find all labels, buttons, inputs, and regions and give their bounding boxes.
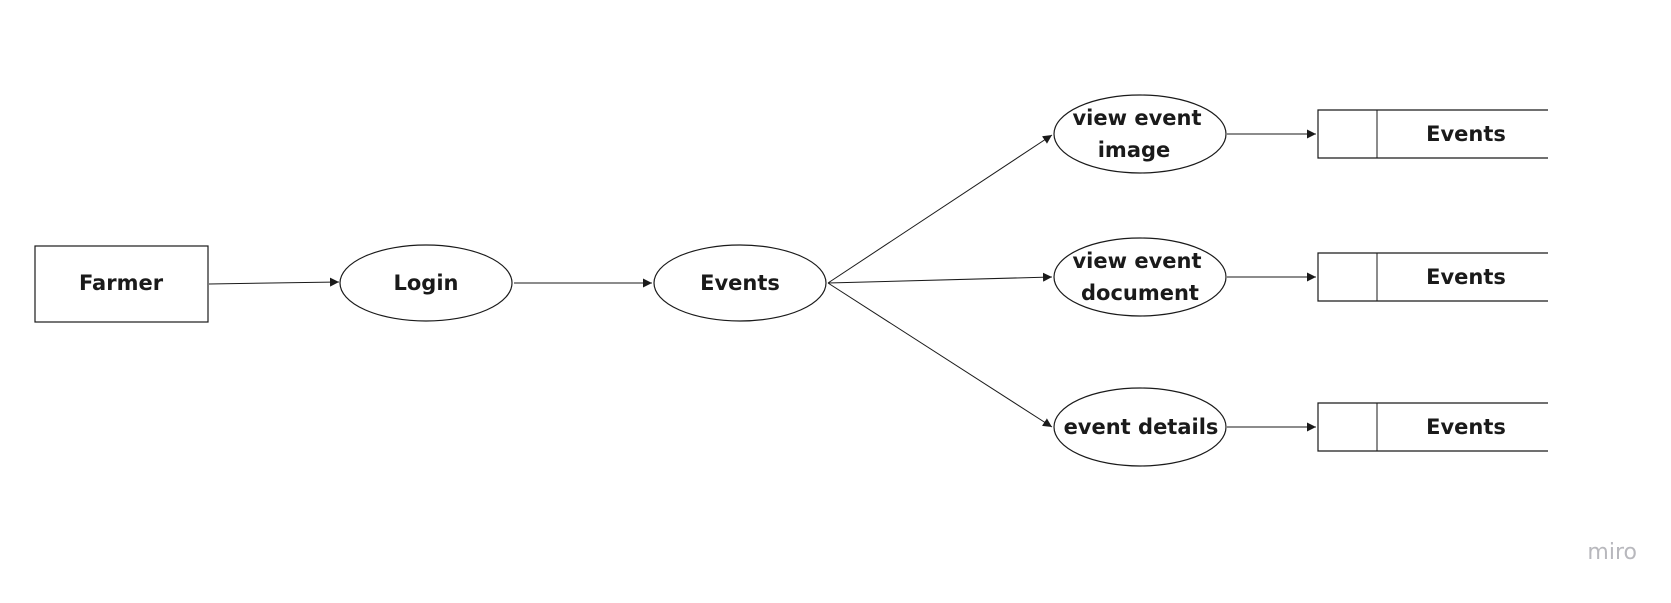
data-store-events-2[interactable]: Events [1317,252,1548,302]
process-view-event-image-line2: image [1098,138,1171,162]
edge-events-to-view-event-image [827,134,1053,284]
process-view-event-document-ellipse [1053,237,1227,317]
entity-farmer-label: Farmer [79,271,164,295]
process-event-details[interactable]: event details [1053,387,1227,467]
entity-farmer[interactable]: Farmer [34,245,209,323]
data-store-events-3-label: Events [1426,415,1506,439]
process-login-label: Login [394,271,459,295]
data-store-events-1-outline [1317,109,1548,159]
edge-events-to-event-details [827,282,1053,428]
miro-watermark: miro [1587,540,1637,565]
process-view-event-image-line1: view event [1072,106,1201,130]
entity-farmer-box [34,245,209,323]
data-store-events-1[interactable]: Events [1317,109,1548,159]
process-view-event-image-ellipse [1053,94,1227,174]
process-view-event-document-line2: document [1081,281,1199,305]
process-event-details-ellipse [1053,387,1227,467]
data-store-events-2-label: Events [1426,265,1506,289]
data-store-events-2-outline [1317,252,1548,302]
process-view-event-document-line1: view event [1072,249,1201,273]
process-view-event-document[interactable]: view event document [1053,237,1227,317]
process-events[interactable]: Events [653,244,827,322]
process-login-ellipse [339,244,513,322]
process-login[interactable]: Login [339,244,513,322]
data-store-events-3[interactable]: Events [1317,402,1548,452]
data-store-events-1-label: Events [1426,122,1506,146]
edge-events-to-view-event-document [827,272,1053,284]
process-events-label: Events [700,271,780,295]
process-events-ellipse [653,244,827,322]
data-store-events-3-outline [1317,402,1548,452]
edge-farmer-to-login [208,277,340,287]
process-view-event-image[interactable]: view event image [1053,94,1227,174]
process-event-details-label: event details [1064,415,1219,439]
